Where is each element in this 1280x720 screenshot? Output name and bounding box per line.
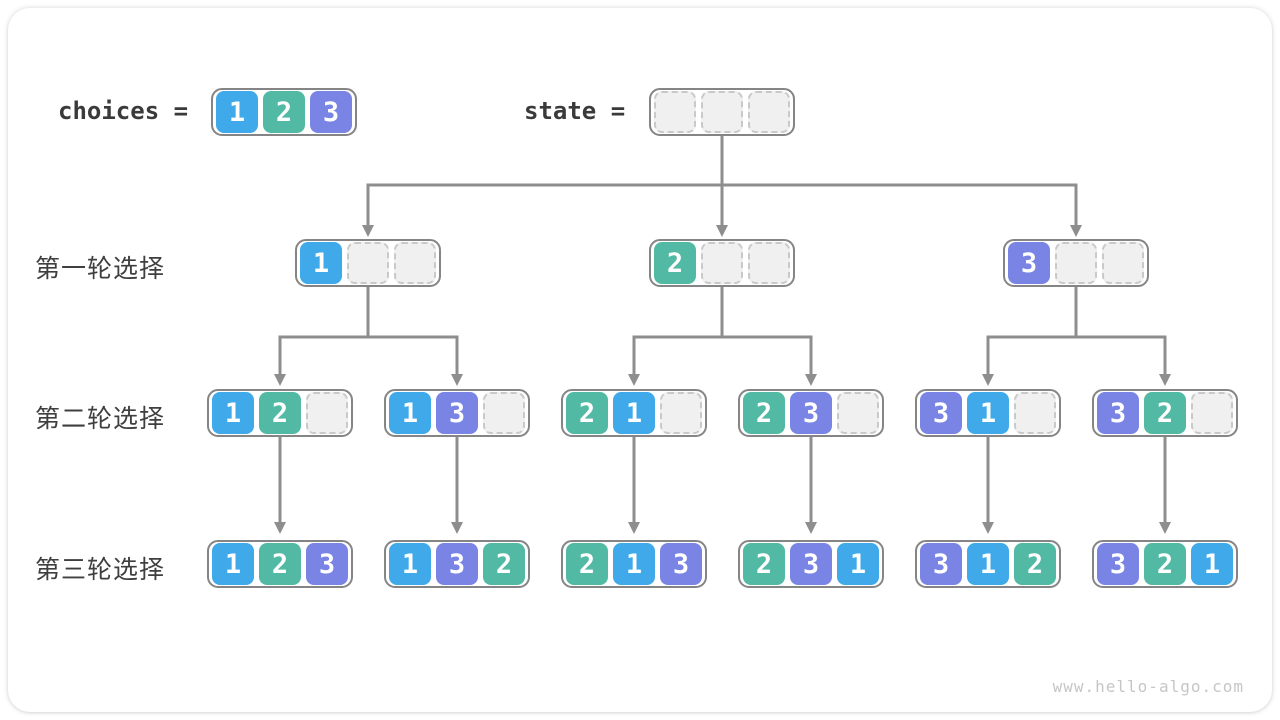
choice-chip-3: 3 [1097, 392, 1139, 434]
empty-slot [701, 242, 743, 284]
choice-chip-3: 3 [436, 392, 478, 434]
choice-chip-2: 2 [743, 543, 785, 585]
choice-chip-2: 2 [743, 392, 785, 434]
choice-chip-3: 3 [920, 392, 962, 434]
round-1-label: 第一轮选择 [35, 255, 166, 283]
empty-slot [1014, 392, 1056, 434]
empty-slot [654, 91, 696, 133]
choice-chip-2: 2 [1144, 543, 1186, 585]
empty-slot [483, 392, 525, 434]
choice-chip-2: 2 [566, 392, 608, 434]
empty-slot [1191, 392, 1233, 434]
choice-chip-1: 1 [837, 543, 879, 585]
choice-chip-3: 3 [306, 543, 348, 585]
choice-chip-3: 3 [310, 91, 352, 133]
empty-slot [1055, 242, 1097, 284]
choice-chip-2: 2 [259, 392, 301, 434]
choice-chip-2: 2 [654, 242, 696, 284]
round-3-label: 第三轮选择 [35, 556, 166, 584]
choice-chip-1: 1 [216, 91, 258, 133]
choice-chip-1: 1 [212, 543, 254, 585]
choice-chip-3: 3 [436, 543, 478, 585]
choices-label: choices = [58, 97, 189, 125]
choice-chip-1: 1 [967, 543, 1009, 585]
state-node-r1-3: 3 [1003, 239, 1149, 287]
empty-slot [660, 392, 702, 434]
choice-chip-1: 1 [613, 392, 655, 434]
choice-chip-3: 3 [660, 543, 702, 585]
state-node-r1-2: 2 [649, 239, 795, 287]
choice-chip-3: 3 [1008, 242, 1050, 284]
empty-slot [306, 392, 348, 434]
empty-slot [347, 242, 389, 284]
choice-chip-3: 3 [790, 543, 832, 585]
diagram-card [8, 8, 1272, 712]
round-2-label: 第二轮选择 [35, 405, 166, 433]
choice-chip-2: 2 [263, 91, 305, 133]
empty-slot [837, 392, 879, 434]
watermark: www.hello-algo.com [1052, 677, 1244, 696]
choice-chip-1: 1 [613, 543, 655, 585]
choice-chip-2: 2 [1014, 543, 1056, 585]
choice-chip-1: 1 [212, 392, 254, 434]
choice-chip-2: 2 [483, 543, 525, 585]
empty-slot [701, 91, 743, 133]
empty-slot [748, 91, 790, 133]
state-label: state = [524, 97, 626, 125]
state-node-r1-1: 1 [295, 239, 441, 287]
choice-chip-2: 2 [566, 543, 608, 585]
choice-chip-1: 1 [389, 543, 431, 585]
choice-chip-3: 3 [790, 392, 832, 434]
choice-chip-3: 3 [920, 543, 962, 585]
state-box [649, 88, 795, 136]
choice-chip-1: 1 [967, 392, 1009, 434]
choice-chip-1: 1 [300, 242, 342, 284]
empty-slot [1102, 242, 1144, 284]
choice-chip-3: 3 [1097, 543, 1139, 585]
empty-slot [394, 242, 436, 284]
choice-chip-1: 1 [1191, 543, 1233, 585]
empty-slot [748, 242, 790, 284]
choice-chip-1: 1 [389, 392, 431, 434]
choice-chip-2: 2 [1144, 392, 1186, 434]
choice-chip-2: 2 [259, 543, 301, 585]
